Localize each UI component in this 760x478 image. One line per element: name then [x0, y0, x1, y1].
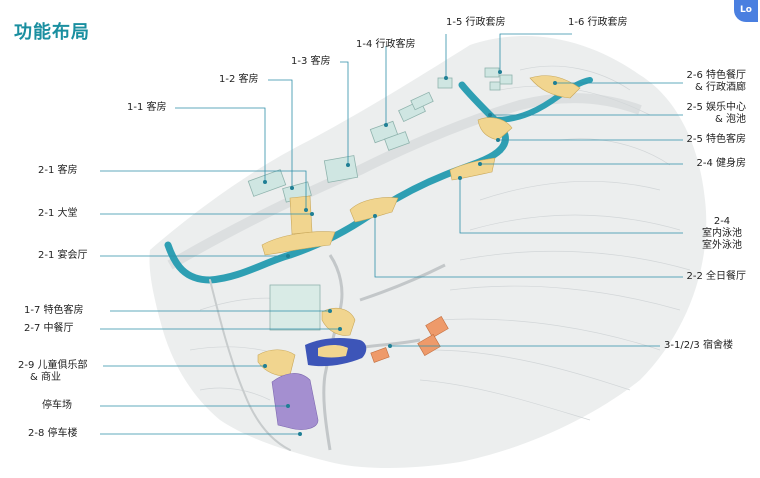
- label-1-5: 1-5 行政套房: [446, 17, 506, 28]
- label-2-4b-line2: 室内泳池: [702, 228, 742, 239]
- label-2-4-gym: 2-4 健身房: [696, 158, 746, 169]
- label-2-8: 2-8 停车楼: [28, 428, 78, 439]
- leader-lines: [100, 33, 683, 435]
- room-buildings: [247, 67, 513, 331]
- label-2-5a-line2: & 泡池: [715, 114, 746, 125]
- label-1-3: 1-3 客房: [291, 56, 331, 67]
- label-2-4-pools: 2-4 室内泳池 室外泳池: [690, 216, 754, 252]
- label-2-6-line2: & 行政酒廊: [695, 82, 746, 93]
- page-title: 功能布局: [14, 22, 90, 43]
- label-2-9-line2: & 商业: [30, 372, 61, 383]
- label-2-1-lobby: 2-1 大堂: [38, 208, 78, 219]
- label-2-1-rooms: 2-1 客房: [38, 165, 78, 176]
- corner-badge[interactable]: Lo: [734, 0, 758, 22]
- label-1-6: 1-6 行政套房: [568, 17, 628, 28]
- leader-dots: [263, 70, 557, 436]
- label-3-dorm: 3-1/2/3 宿舍楼: [664, 340, 733, 351]
- facility-zones: [257, 75, 581, 377]
- label-2-4b-line1: 2-4: [713, 216, 731, 227]
- label-2-6-line1: 2-6 特色餐厅: [686, 70, 746, 81]
- parking-zones: [271, 373, 319, 430]
- label-2-1-banquet: 2-1 宴会厅: [38, 250, 88, 261]
- label-1-7: 1-7 特色客房: [24, 305, 84, 316]
- label-2-4b-line3: 室外泳池: [702, 240, 742, 251]
- label-2-9: 2-9 儿童俱乐部 & 商业: [18, 360, 88, 384]
- label-parking: 停车场: [42, 400, 72, 411]
- label-2-5-entertainment: 2-5 娱乐中心 & 泡池: [686, 102, 746, 126]
- dorm-buildings: [370, 316, 449, 363]
- label-1-1: 1-1 客房: [127, 102, 167, 113]
- label-2-9-line1: 2-9 儿童俱乐部: [18, 360, 88, 371]
- terrain-ridge: [167, 93, 642, 270]
- club-building: [305, 337, 367, 367]
- stream-down: [209, 279, 291, 451]
- label-1-2: 1-2 客房: [219, 74, 259, 85]
- label-2-2: 2-2 全日餐厅: [686, 271, 746, 282]
- label-2-5-rooms: 2-5 特色客房: [686, 134, 746, 145]
- label-1-4: 1-4 行政客房: [356, 39, 416, 50]
- label-2-6: 2-6 特色餐厅 & 行政酒廊: [686, 70, 746, 94]
- label-2-5a-line1: 2-5 娱乐中心: [686, 102, 746, 113]
- label-2-7: 2-7 中餐厅: [24, 323, 74, 334]
